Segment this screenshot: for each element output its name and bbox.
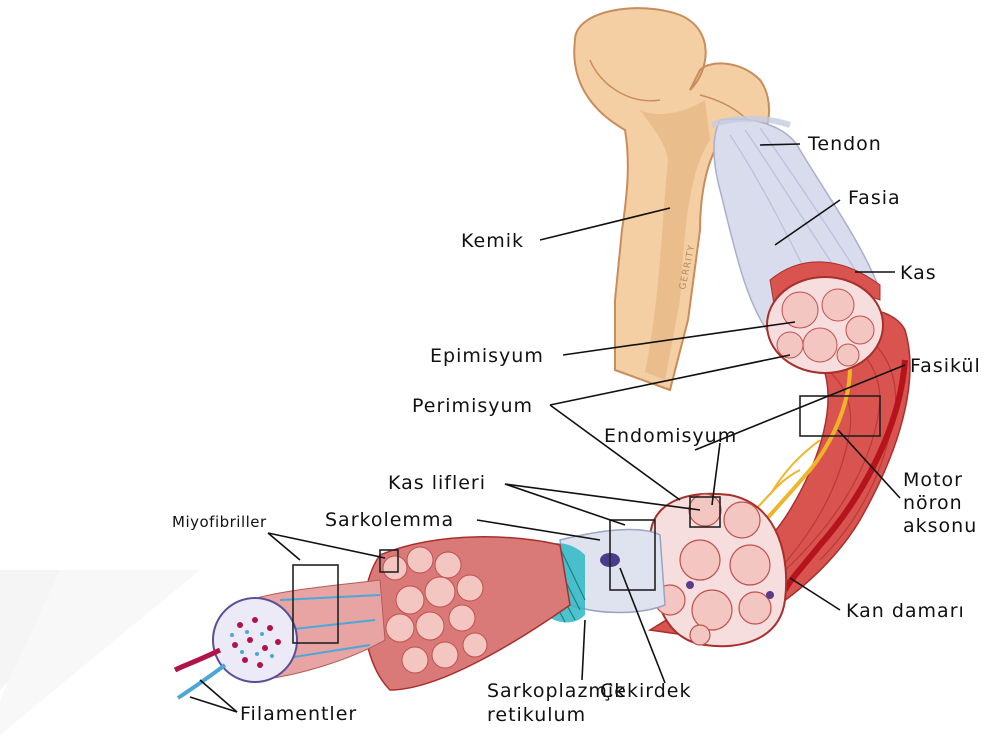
label-endomisyum: Endomisyum [604, 425, 737, 447]
label-fasikul: Fasikül [910, 355, 981, 377]
label-noron: nöron [903, 492, 963, 514]
label-perimisyum: Perimisyum [412, 395, 533, 417]
label-cekirdek: Çekirdek [600, 680, 691, 702]
background-watermark [0, 570, 200, 735]
label-kemik: Kemik [461, 230, 524, 252]
label-kas: Kas [900, 262, 937, 284]
label-motor: Motor [903, 469, 963, 491]
label-kas-lifleri: Kas lifleri [388, 472, 486, 494]
label-epimisyum: Epimisyum [430, 345, 544, 367]
label-filamentler: Filamentler [240, 703, 357, 725]
myofibril-bundle [364, 537, 570, 690]
myofibril-end [175, 580, 385, 698]
fascicle-cross-section [650, 494, 786, 646]
label-fasia: Fasia [848, 187, 901, 209]
label-aksonu: aksonu [903, 515, 977, 537]
label-tendon: Tendon [807, 133, 882, 155]
label-kan-damari: Kan damarı [846, 600, 965, 622]
label-sarkolemma: Sarkolemma [325, 509, 454, 531]
label-retikulum: retikulum [487, 704, 586, 726]
label-miyofibriller: Miyofibriller [172, 513, 267, 531]
